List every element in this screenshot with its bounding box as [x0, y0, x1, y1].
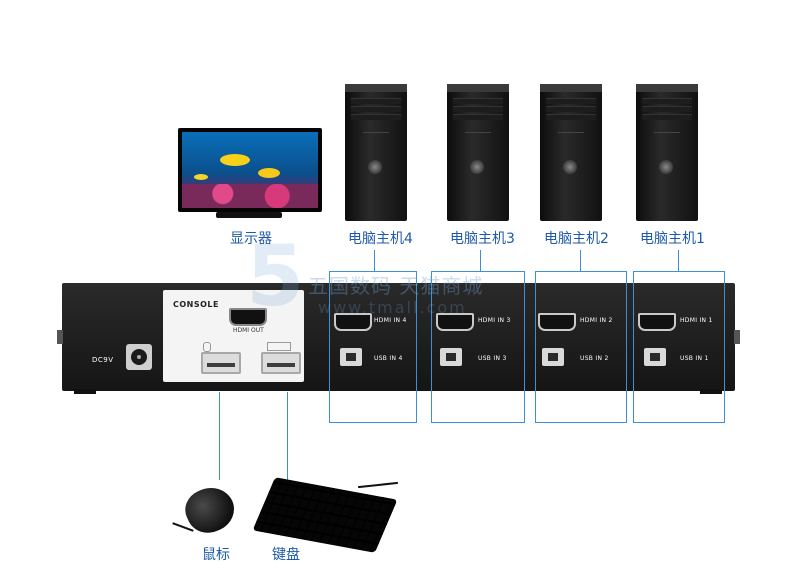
usb-in-2-label: USB IN 2	[580, 355, 609, 362]
keyboard-port-icon	[267, 342, 291, 351]
keyboard-label: 键盘	[272, 547, 300, 563]
keyboard-cable-line	[287, 392, 288, 480]
watermark-subtext: www.tmall.com	[318, 298, 467, 317]
hdmi-in-1-port[interactable]	[638, 313, 676, 331]
host-label-3: 电脑主机3	[450, 231, 515, 247]
usb-in-3-label: USB IN 3	[478, 355, 507, 362]
fish-1	[220, 154, 250, 166]
monitor-screen	[178, 128, 322, 212]
keyboard-body	[252, 477, 398, 553]
fish-2	[258, 168, 280, 178]
usb-in-2-port[interactable]	[542, 348, 564, 366]
mouse-port-icon	[203, 342, 211, 352]
hp-logo-icon	[470, 160, 484, 174]
pc-host-4	[345, 84, 407, 221]
console-panel: CONSOLE HDMI OUT	[163, 290, 304, 382]
hdmi-in-3-port[interactable]	[436, 313, 474, 331]
watermark-text: 五国数码 天猫商城	[308, 274, 484, 298]
connector-host-3	[480, 250, 481, 271]
mouse-cable-line	[219, 392, 220, 480]
host-label-1: 电脑主机1	[640, 231, 705, 247]
coral	[182, 184, 318, 208]
hdmi-out-label: HDMI OUT	[233, 327, 264, 334]
host-2-port-group	[535, 271, 627, 423]
mouse-body	[178, 479, 242, 541]
monitor	[178, 128, 322, 220]
usb-in-3-port[interactable]	[440, 348, 462, 366]
hdmi-in-4-label: HDMI IN 4	[374, 317, 407, 324]
connector-host-1	[678, 250, 679, 271]
fish-3	[194, 174, 208, 180]
hdmi-in-4-port[interactable]	[334, 313, 372, 331]
connector-host-4	[374, 250, 375, 271]
host-3-port-group	[431, 271, 525, 423]
mouse-label: 鼠标	[202, 547, 230, 563]
usb-keyboard-port[interactable]	[261, 352, 301, 374]
monitor-stand	[216, 212, 282, 218]
hdmi-in-3-label: HDMI IN 3	[478, 317, 511, 324]
kvm-ear-left	[57, 330, 63, 344]
power-label: DC9V	[92, 356, 114, 364]
dc-power-jack	[126, 344, 152, 370]
mouse	[172, 479, 246, 544]
watermark-digit: 5	[246, 227, 305, 325]
hdmi-in-2-label: HDMI IN 2	[580, 317, 613, 324]
pc-host-1	[636, 84, 698, 221]
hp-logo-icon	[563, 160, 577, 174]
usb-in-1-port[interactable]	[644, 348, 666, 366]
monitor-label: 显示器	[230, 231, 272, 247]
hp-logo-icon	[659, 160, 673, 174]
host-4-port-group	[329, 271, 417, 423]
pc-host-2	[540, 84, 602, 221]
usb-mouse-port[interactable]	[201, 352, 241, 374]
host-1-port-group	[633, 271, 725, 423]
usb-in-4-port[interactable]	[340, 348, 362, 366]
console-title: CONSOLE	[173, 300, 219, 309]
hp-logo-icon	[368, 160, 382, 174]
pc-host-3	[447, 84, 509, 221]
usb-in-1-label: USB IN 1	[680, 355, 709, 362]
keyboard-cable	[358, 481, 398, 489]
host-label-2: 电脑主机2	[544, 231, 609, 247]
hdmi-in-2-port[interactable]	[538, 313, 576, 331]
host-label-4: 电脑主机4	[348, 231, 413, 247]
usb-in-4-label: USB IN 4	[374, 355, 403, 362]
hdmi-in-1-label: HDMI IN 1	[680, 317, 713, 324]
kvm-foot-left	[74, 389, 96, 394]
connector-host-2	[580, 250, 581, 271]
kvm-foot-right	[700, 389, 722, 394]
hdmi-out-port[interactable]	[229, 308, 267, 326]
kvm-ear-right	[734, 330, 740, 344]
